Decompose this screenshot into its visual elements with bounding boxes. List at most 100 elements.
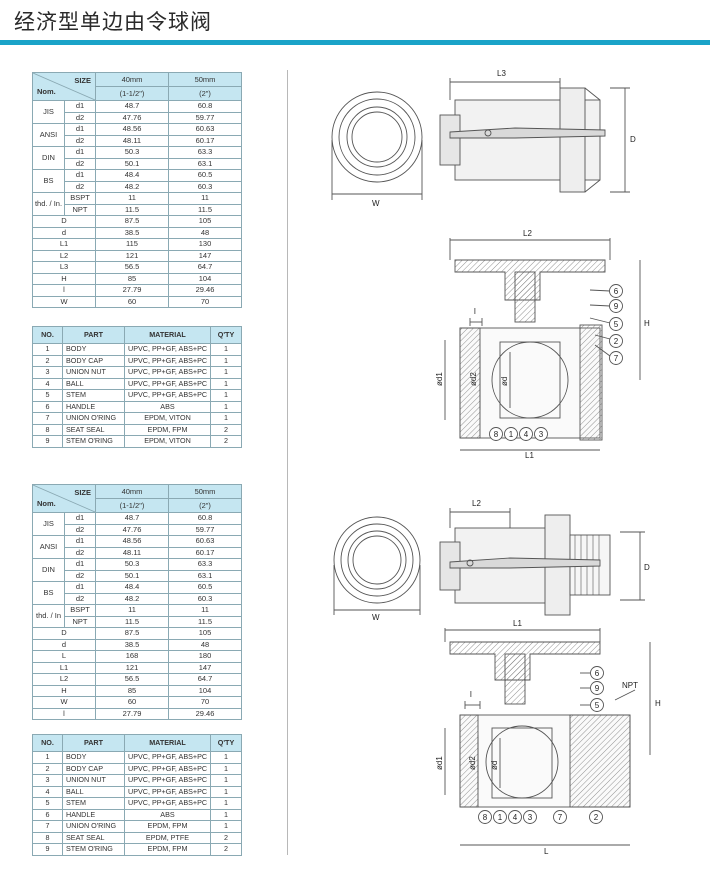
part-material: UPVC, PP+GF, ABS+PC [124, 389, 211, 402]
part-material: UPVC, PP+GF, ABS+PC [124, 785, 211, 798]
part-material: UPVC, PP+GF, ABS+PC [124, 797, 211, 810]
sub-label: d1 [64, 512, 96, 525]
callout-7: 7 [614, 354, 619, 363]
dim-label: L3 [32, 261, 96, 274]
dim-label: D [32, 627, 96, 640]
table-cell: 63.3 [168, 146, 242, 159]
table-cell: 70 [168, 696, 242, 709]
sub-label: NPT [64, 615, 96, 628]
table-cell: 60.17 [168, 134, 242, 147]
side-view [439, 508, 645, 616]
dim-label: L2 [32, 249, 96, 262]
table-cell: 11 [168, 192, 242, 205]
col-50mm-inch: (2") [168, 86, 242, 101]
dim-label: l [32, 284, 96, 297]
part-no: 7 [32, 820, 63, 833]
table-cell: 121 [95, 661, 169, 674]
part-no: 7 [32, 412, 63, 425]
part-no: 6 [32, 400, 63, 413]
table-cell: 63.1 [168, 569, 242, 582]
callout-9: 9 [614, 302, 619, 311]
table-cell: 63.1 [168, 157, 242, 170]
part-material: ABS [124, 808, 211, 821]
sub-label: d2 [64, 111, 96, 124]
sub-label: d1 [64, 535, 96, 548]
table-cell: 85 [95, 684, 169, 697]
part-name: BODY [62, 343, 125, 356]
part-qty: 1 [210, 389, 242, 402]
part-name: HANDLE [62, 808, 125, 821]
page-title: 经济型单边由令球阀 [14, 10, 212, 34]
table-cell: 11.5 [95, 615, 169, 628]
part-qty: 1 [210, 343, 242, 356]
table-cell: 11 [168, 604, 242, 617]
part-no: 9 [32, 435, 63, 448]
table-cell: 48 [168, 638, 242, 651]
part-name: UNION NUT [62, 774, 125, 787]
dim-d-label: D [630, 135, 636, 144]
dim-od1-label: ød1 [435, 372, 444, 386]
part-material: ABS [124, 400, 211, 413]
dim-label: W [32, 295, 96, 308]
part-qty: 1 [210, 354, 242, 367]
part-material: EPDM, FPM [124, 820, 211, 833]
part-no: 9 [32, 843, 63, 856]
dim-label: L [32, 650, 96, 663]
dim-label: W [32, 696, 96, 709]
part-no: 3 [32, 366, 63, 379]
dim-label: D [32, 215, 96, 228]
dim-l1-label: L1 [513, 619, 522, 628]
part-qty: 2 [210, 831, 242, 844]
std-jis: JIS [32, 100, 65, 124]
dimension-table-2: SIZE Nom. 40mm 50mm (1-1/2") (2") JIS d1… [32, 484, 242, 720]
std-thread: thd. / In. [32, 192, 65, 216]
callout-7: 7 [558, 813, 563, 822]
dim-npt-label: NPT [622, 681, 638, 690]
table-cell: 48.56 [95, 535, 169, 548]
title-accent-bar [0, 40, 710, 45]
size-nom-header: SIZE Nom. [32, 484, 96, 513]
section-view [444, 628, 651, 846]
col-part: PART [62, 734, 125, 752]
table-cell: 48.4 [95, 581, 169, 594]
part-name: BALL [62, 785, 125, 798]
table-cell: 27.79 [95, 284, 169, 297]
part-qty: 2 [210, 435, 242, 448]
callout-4: 4 [513, 813, 518, 822]
col-no: NO. [32, 326, 63, 344]
part-name: BODY [62, 751, 125, 764]
part-name: SEAT SEAL [62, 423, 125, 436]
part-material: UPVC, PP+GF, ABS+PC [124, 762, 211, 775]
table-cell: 147 [168, 661, 242, 674]
part-qty: 1 [210, 377, 242, 390]
table-cell: 70 [168, 295, 242, 308]
part-material: EPDM, FPM [124, 843, 211, 856]
table-cell: 48.7 [95, 100, 169, 113]
std-din: DIN [32, 146, 65, 170]
valve-drawing-bottom: L2 D W L1 H l NPT ød1 ød2 ød L 6 9 5 8 1… [333, 499, 661, 856]
table-cell: 11.5 [168, 203, 242, 216]
part-no: 3 [32, 774, 63, 787]
callout-2: 2 [594, 813, 599, 822]
sub-label: d2 [64, 523, 96, 536]
table-cell: 63.3 [168, 558, 242, 571]
sub-label: d1 [64, 169, 96, 182]
table-cell: 11 [95, 604, 169, 617]
dim-od1-label: ød1 [435, 756, 444, 770]
table-cell: 50.1 [95, 157, 169, 170]
table-cell: 60.8 [168, 100, 242, 113]
col-50mm-size: 50mm [168, 72, 242, 87]
dim-label: H [32, 272, 96, 285]
table-cell: 38.5 [95, 638, 169, 651]
part-name: HANDLE [62, 400, 125, 413]
callout-1: 1 [509, 430, 514, 439]
callout-4: 4 [524, 430, 529, 439]
callout-8: 8 [483, 813, 488, 822]
table-cell: 87.5 [95, 215, 169, 228]
sub-label: d2 [64, 134, 96, 147]
dim-l1-label: L1 [525, 451, 534, 460]
col-material: MATERIAL [124, 326, 211, 344]
dim-label: L1 [32, 238, 96, 251]
part-name: UNION NUT [62, 366, 125, 379]
